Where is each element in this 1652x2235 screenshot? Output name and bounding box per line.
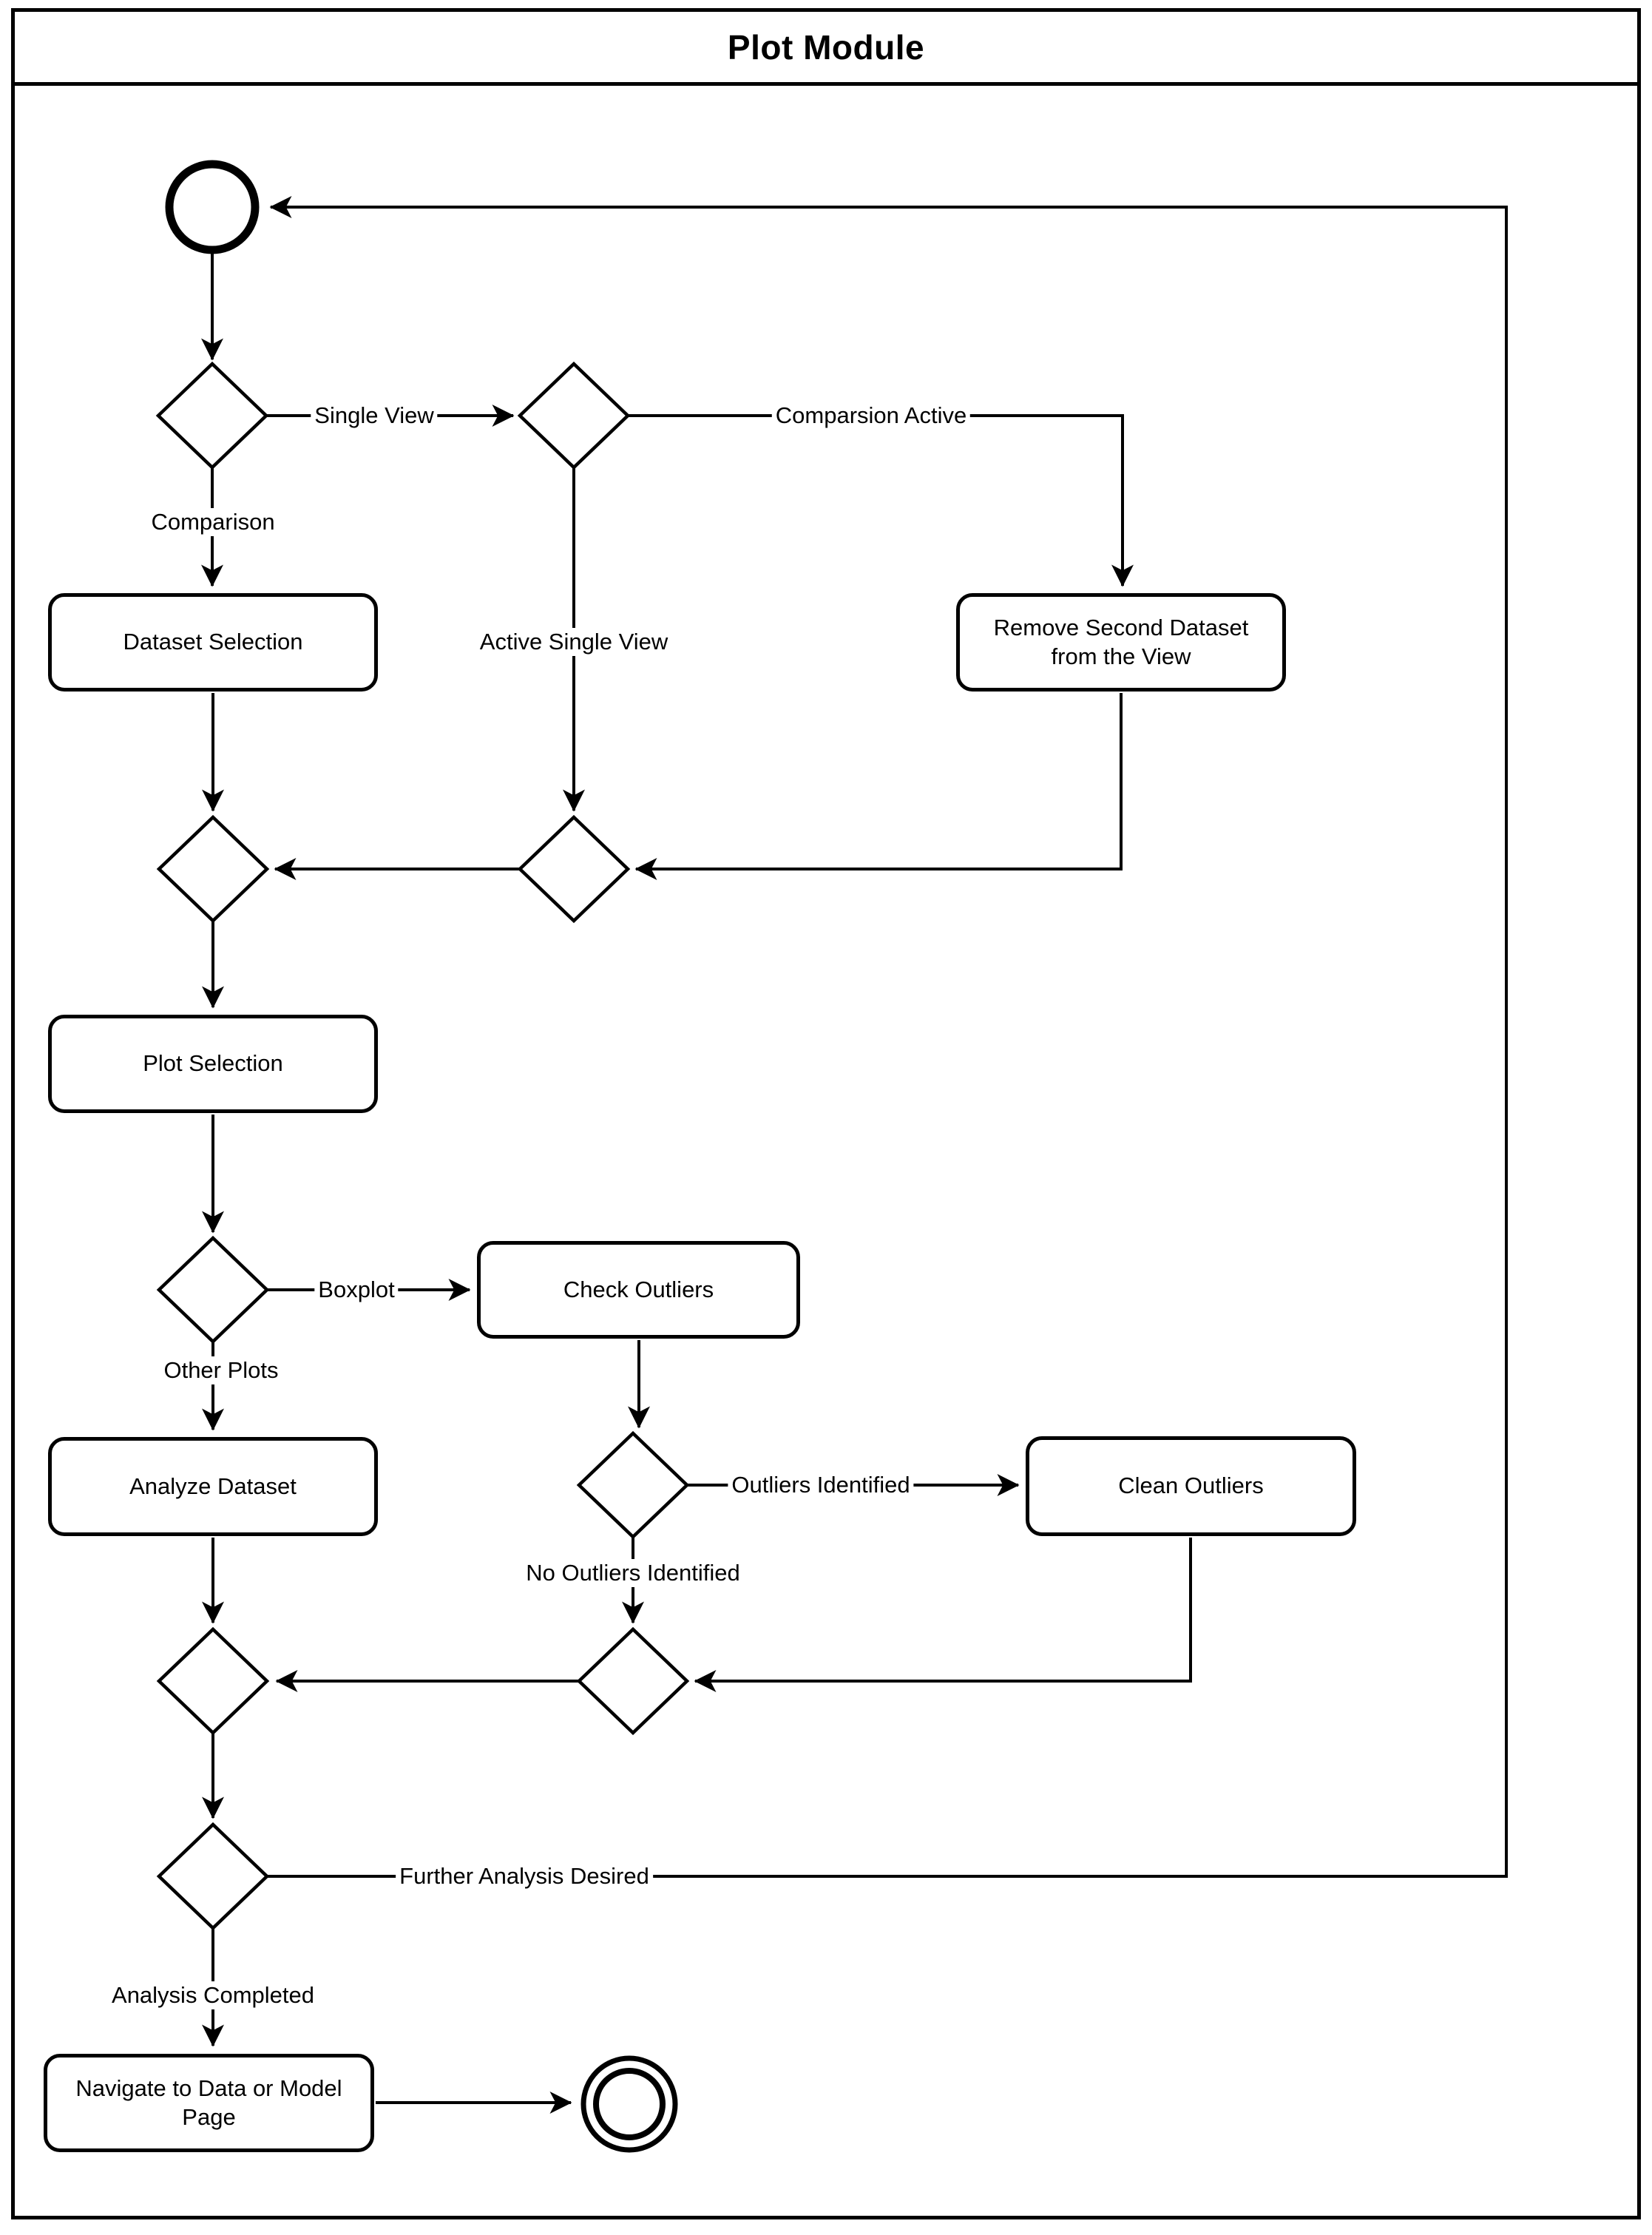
edge-remove-to-merge2 [634, 693, 1123, 880]
node-navigate-page: Navigate to Data or Model Page [44, 2054, 374, 2152]
edge-label-outliers-identified: Outliers Identified [728, 1471, 914, 1499]
decision-outliers [576, 1430, 690, 1540]
edge-label-active-single-view: Active Single View [475, 628, 672, 656]
edge-label-further-analysis-desired: Further Analysis Desired [396, 1862, 653, 1890]
node-label: Plot Selection [143, 1050, 283, 1077]
merge-view-branch [517, 814, 631, 924]
edge-feedback-loop [268, 196, 1508, 1878]
edges [201, 196, 1508, 2114]
node-plot-selection: Plot Selection [48, 1015, 378, 1113]
diagram-title-bar: Plot Module [15, 12, 1637, 86]
start-node [165, 160, 260, 254]
edge-label-no-outliers-identified: No Outliers Identified [522, 1559, 744, 1587]
node-label: Navigate to Data or Model Page [75, 2075, 342, 2130]
edge-label-boxplot: Boxplot [314, 1276, 399, 1304]
decision-diamonds [155, 361, 690, 1931]
edge-label-comparsion-active: Comparsion Active [771, 402, 971, 430]
merge-analysis [156, 1626, 270, 1736]
node-label: Analyze Dataset [129, 1472, 297, 1499]
merge-outliers-branch [576, 1626, 690, 1736]
decision-plot-type [156, 1235, 270, 1345]
decision-comparison-active [517, 361, 631, 470]
diagram-frame: Plot Module [11, 8, 1641, 2219]
end-node [580, 2055, 678, 2153]
edge-clean-to-merge4 [694, 1538, 1192, 1692]
edge-label-other-plots: Other Plots [160, 1356, 282, 1384]
node-dataset-selection: Dataset Selection [48, 593, 378, 692]
decision-view-mode [155, 361, 269, 470]
decision-further-analysis [156, 1822, 270, 1931]
node-label: Check Outliers [563, 1276, 714, 1302]
node-remove-second-dataset: Remove Second Dataset from the View [956, 593, 1286, 692]
edge-comparsion-active [629, 414, 1134, 587]
node-label: Dataset Selection [123, 629, 303, 655]
merge-after-dataset [156, 814, 270, 924]
edge-label-comparison: Comparison [147, 508, 279, 536]
page-title: Plot Module [727, 27, 925, 67]
node-label: Clean Outliers [1118, 1472, 1264, 1499]
node-clean-outliers: Clean Outliers [1026, 1436, 1356, 1536]
edge-label-single-view: Single View [311, 402, 438, 430]
node-check-outliers: Check Outliers [477, 1241, 800, 1339]
edge-label-analysis-completed: Analysis Completed [108, 1981, 318, 2009]
node-analyze-dataset: Analyze Dataset [48, 1437, 378, 1536]
node-label: Remove Second Dataset from the View [993, 614, 1249, 669]
